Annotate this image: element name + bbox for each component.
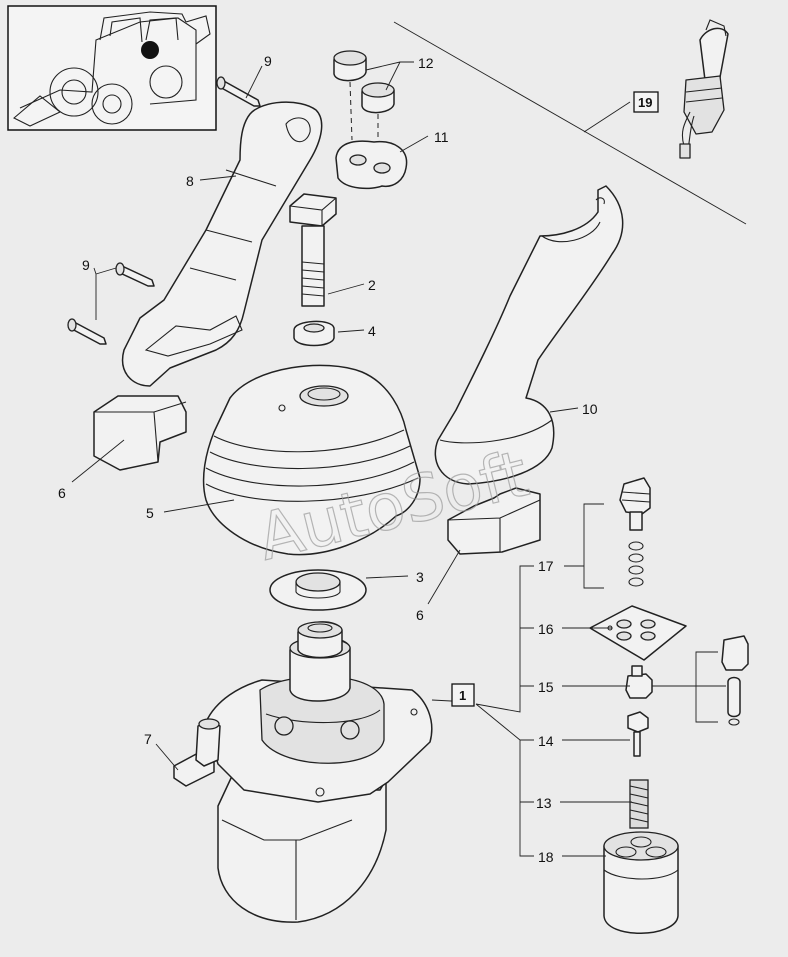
callout-numbers: 9 12 11 19 8 9 2 4 10 6 5 3 6 17 16 15 1… — [58, 53, 652, 865]
callout-18: 18 — [538, 849, 554, 865]
callout-2: 2 — [368, 277, 376, 293]
callout-11: 11 — [434, 129, 449, 145]
part-2-bolt — [289, 193, 337, 307]
part-7-switch — [173, 718, 221, 787]
part-18-housing — [603, 831, 679, 934]
part-4-nut — [293, 320, 335, 347]
part-12-plugs — [333, 50, 395, 141]
part-11-plate — [335, 140, 408, 190]
callout-3: 3 — [416, 569, 424, 585]
machine-locator-inset — [7, 5, 217, 131]
callout-9-top: 9 — [264, 53, 272, 69]
callout-17: 17 — [538, 558, 554, 574]
callout-12: 12 — [418, 55, 434, 71]
part-15-plunger — [625, 665, 653, 699]
callout-7: 7 — [144, 731, 152, 747]
part-3-seal — [269, 569, 367, 611]
part-5-boot — [202, 364, 421, 556]
callout-box-19 — [633, 91, 659, 113]
part-9-pins-left — [67, 262, 155, 345]
part-1-joystick-body — [205, 621, 433, 923]
callout-box-1 — [451, 683, 475, 707]
part-9-pin-top — [216, 76, 261, 107]
callout-6-left: 6 — [58, 485, 66, 501]
callout-4: 4 — [368, 323, 376, 339]
callout-14: 14 — [538, 733, 554, 749]
part-14-push-pin — [627, 711, 649, 757]
part-6-pad-left — [93, 395, 187, 471]
callout-6-right: 6 — [416, 607, 424, 623]
part-13-spring — [629, 779, 649, 829]
part-15-kit — [695, 635, 749, 726]
callout-13: 13 — [536, 795, 552, 811]
part-17-valve-kit — [583, 477, 651, 589]
callout-10: 10 — [582, 401, 598, 417]
leader-lines — [71, 61, 726, 857]
part-16-plate — [589, 605, 687, 661]
callout-15: 15 — [538, 679, 554, 695]
callout-1: 1 — [459, 688, 466, 703]
part-8-lever-shell — [121, 101, 323, 387]
part-19-joystick-assembly — [679, 19, 729, 159]
part-6-pad-right — [447, 487, 541, 555]
callout-19: 19 — [638, 95, 652, 110]
callout-9-left: 9 — [82, 257, 90, 273]
callout-5: 5 — [146, 505, 154, 521]
callout-8: 8 — [186, 173, 194, 189]
part-10-lever-shell — [434, 185, 624, 485]
section-line — [393, 21, 747, 225]
callout-16: 16 — [538, 621, 554, 637]
